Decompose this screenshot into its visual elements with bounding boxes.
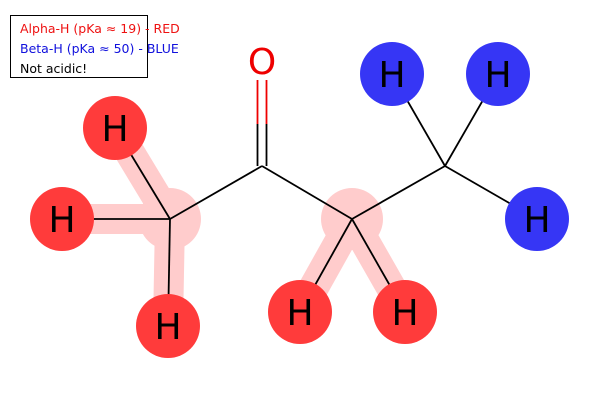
hydrogen-label: H xyxy=(484,55,511,96)
hydrogen-label: H xyxy=(378,55,405,96)
hydrogen-label: H xyxy=(286,293,313,334)
c1-c2-bond xyxy=(169,165,263,220)
alpha-hydrogen: H xyxy=(30,187,94,251)
hydrogen-label: H xyxy=(154,307,181,348)
legend-not-acidic-entry: Not acidic! xyxy=(20,61,88,76)
hydrogen-label: H xyxy=(101,109,128,150)
alpha-carbon-halos xyxy=(139,188,383,250)
alpha-hydrogen: H xyxy=(136,294,200,358)
legend-box: Alpha-H (pKa ≈ 19) - RED Beta-H (pKa ≈ 5… xyxy=(10,15,180,78)
alpha-hydrogen-circle xyxy=(30,187,94,251)
hydrogen-label: H xyxy=(391,293,418,334)
carbonyl-double-bond xyxy=(256,80,268,166)
beta-hydrogen: H xyxy=(505,187,569,251)
legend-alpha-entry: Alpha-H (pKa ≈ 19) - RED xyxy=(20,21,180,36)
hydrogen-label: H xyxy=(523,200,550,241)
beta-hydrogen-circle xyxy=(505,187,569,251)
c2-c3-bond xyxy=(261,165,353,220)
beta-hydrogen-circle xyxy=(360,42,424,106)
alpha-hydrogen: H xyxy=(373,280,437,344)
alpha-hydrogen: H xyxy=(83,96,147,160)
alpha-hydrogen: H xyxy=(268,280,332,344)
alpha-hydrogen-circle xyxy=(83,96,147,160)
beta-hydrogen-circle xyxy=(466,42,530,106)
c3-c4-bond xyxy=(351,165,446,220)
oxygen-atom-label: O xyxy=(248,42,276,83)
alpha-hydrogen-circle xyxy=(268,280,332,344)
hydrogen-label: H xyxy=(48,200,75,241)
beta-hydrogen: H xyxy=(466,42,530,106)
beta-hydrogen: H xyxy=(360,42,424,106)
alpha-hydrogen-circle xyxy=(136,294,200,358)
alpha-hydrogen-circle xyxy=(373,280,437,344)
legend-beta-entry: Beta-H (pKa ≈ 50) - BLUE xyxy=(20,41,179,56)
